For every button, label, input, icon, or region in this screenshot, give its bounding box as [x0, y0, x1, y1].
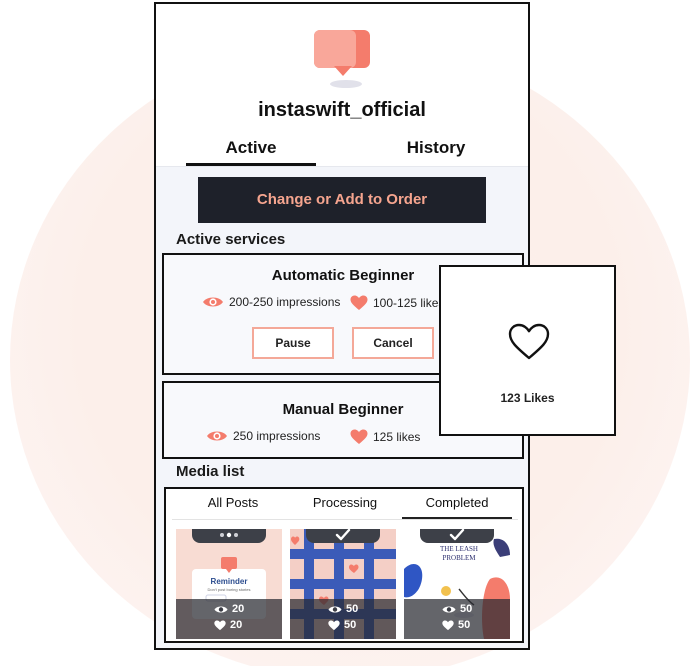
media-list-label: Media list	[176, 463, 245, 480]
app-logo	[156, 26, 528, 90]
likes-count: 50	[328, 619, 356, 631]
pager-dots-icon	[220, 532, 238, 538]
likes-count-label: 123 Likes	[500, 391, 555, 405]
media-tab-processing[interactable]: Processing	[312, 495, 378, 510]
likes-count: 20	[214, 619, 242, 631]
views-count: 50	[328, 603, 358, 615]
post-subcaption: Don't post boring stories	[207, 587, 251, 592]
cancel-button[interactable]: Cancel	[352, 327, 434, 359]
likes-count: 50	[442, 619, 470, 631]
likes-stat: 100-125 likes	[350, 295, 444, 311]
eye-icon	[328, 606, 342, 612]
change-order-button[interactable]: Change or Add to Order	[198, 177, 486, 223]
post-caption: Reminder	[210, 577, 248, 586]
views-count: 20	[214, 603, 244, 615]
pause-button[interactable]: Pause	[252, 327, 334, 359]
media-thumbnail[interactable]: THE LEASH PROBLEM 50	[404, 529, 510, 639]
media-list: All Posts Processing Completed Reminder …	[164, 487, 524, 643]
check-icon	[335, 529, 351, 541]
media-tab-completed[interactable]: Completed	[402, 495, 512, 519]
service-title: Manual Beginner	[282, 401, 404, 418]
post-caption: THE LEASH PROBLEM	[440, 545, 478, 562]
heart-icon	[328, 620, 340, 630]
eye-icon	[207, 431, 227, 441]
heart-icon	[350, 429, 368, 444]
media-thumbnail[interactable]: Reminder Don't post boring stories 20	[176, 529, 282, 639]
likes-stat: 125 likes	[350, 429, 420, 445]
tab-bar: Active History	[156, 136, 528, 166]
active-services-label: Active services	[176, 231, 286, 248]
impressions-stat: 250 impressions	[206, 429, 320, 443]
heart-icon	[442, 620, 454, 630]
impressions-stat: 200-250 impressions	[202, 295, 340, 309]
heart-icon	[214, 620, 226, 630]
tab-active[interactable]: Active	[186, 136, 316, 166]
eye-icon	[442, 606, 456, 612]
eye-icon	[214, 606, 228, 612]
check-icon	[449, 529, 465, 541]
views-count: 50	[442, 603, 472, 615]
service-title: Automatic Beginner	[271, 267, 415, 284]
likes-popup: 123 Likes	[439, 265, 616, 436]
heart-outline-icon	[508, 323, 550, 360]
media-tab-all-posts[interactable]: All Posts	[207, 495, 259, 510]
media-thumbnail[interactable]: 50 50	[290, 529, 396, 639]
username: instaswift_official	[258, 99, 426, 121]
heart-icon	[350, 295, 368, 310]
eye-icon	[203, 297, 223, 307]
logo-bubble-icon	[314, 30, 370, 68]
tab-history[interactable]: History	[406, 138, 466, 157]
